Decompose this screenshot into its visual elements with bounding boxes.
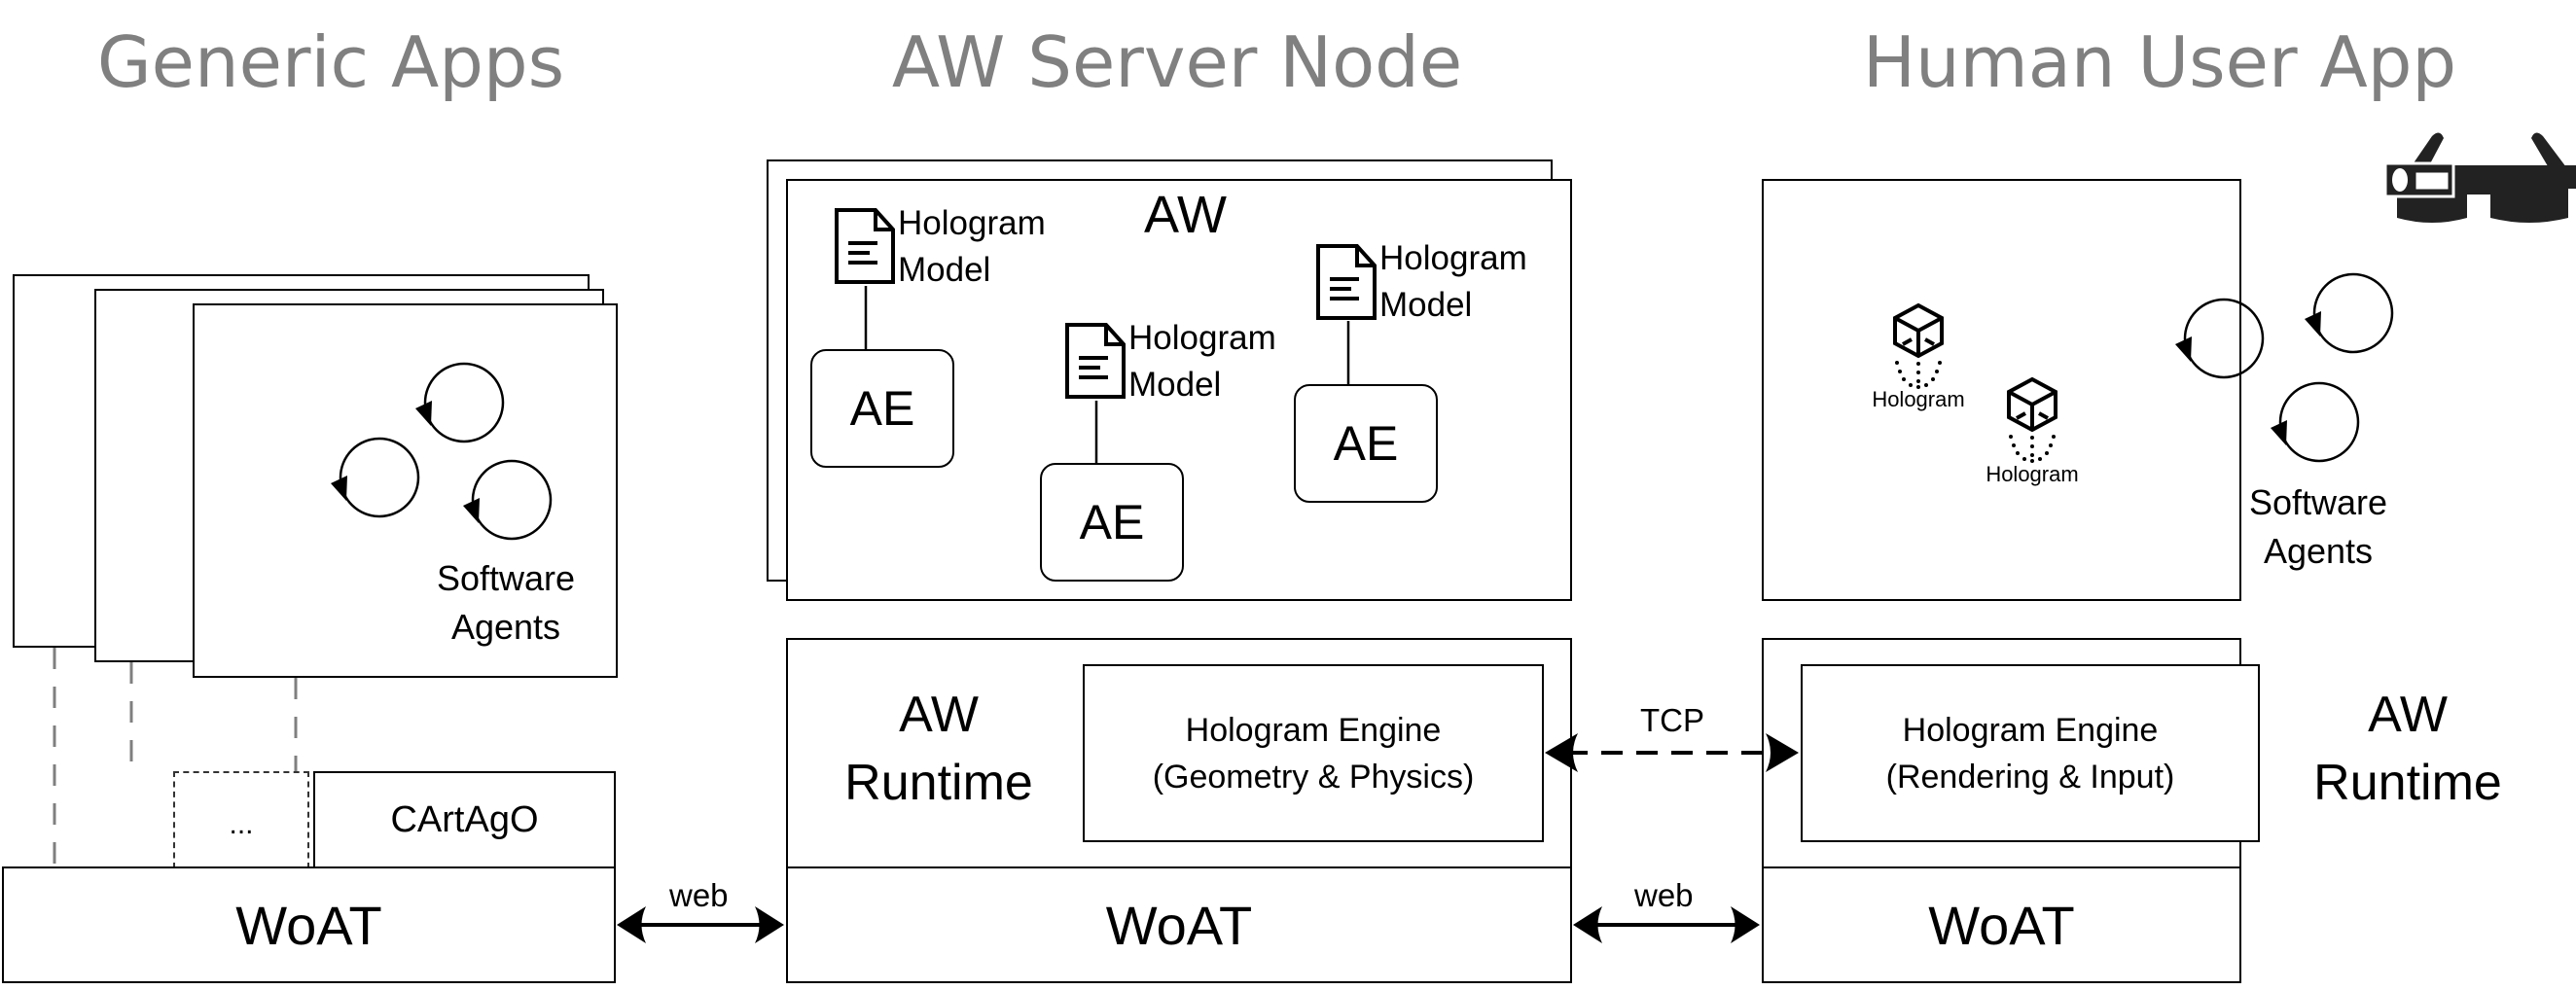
woat-generic: WoAT: [2, 866, 616, 983]
hologram-label-1: Hologram: [1872, 387, 1965, 411]
web-label-right: web: [1634, 877, 1694, 913]
hologram-label-2: Hologram: [1986, 462, 2079, 486]
runtime-line2: Runtime: [844, 755, 1033, 811]
hologram-model-line1: Hologram: [898, 204, 1046, 242]
hologram-model-line2: Model: [1379, 286, 1473, 324]
engine-line2: (Rendering & Input): [1885, 758, 2175, 796]
title-aw-server-node: AW Server Node: [891, 21, 1463, 103]
hologram-model-line2: Model: [1128, 366, 1222, 404]
woat-human: WoAT: [1762, 866, 2241, 983]
agent-loop-icon: [2303, 272, 2394, 354]
engine-line1: Hologram Engine: [1902, 711, 2159, 749]
hologram-model-line1: Hologram: [1128, 319, 1276, 357]
agents-label-line1: Software: [2248, 482, 2388, 522]
hologram-cube-icon: [2007, 377, 2057, 465]
web-arrow-left: [617, 906, 784, 943]
hologram-model-line1: Hologram: [1379, 239, 1527, 277]
runtime-line2: Runtime: [2313, 755, 2502, 811]
hologram-engine-rendering-input: [1801, 664, 2260, 842]
agents-label-line2: Agents: [2263, 531, 2374, 571]
engine-line1: Hologram Engine: [1185, 711, 1442, 749]
human-app-window: [1762, 179, 2241, 601]
hologram-model-label-1: Hologram Model: [898, 200, 1046, 294]
agent-loop-icon: [329, 437, 420, 518]
agent-loop-icon: [2269, 381, 2360, 463]
title-human-user-app: Human User App: [1862, 21, 2457, 103]
tcp-label: TCP: [1640, 702, 1704, 738]
runtime-line1: AW: [899, 687, 979, 743]
generic-app-window-front: [193, 303, 618, 678]
ar-glasses-icon: [2383, 132, 2576, 223]
document-icon: [1316, 244, 1377, 320]
runtime-line1: AW: [2368, 687, 2448, 743]
hologram-model-label-2: Hologram Model: [1128, 315, 1276, 408]
woat-server: WoAT: [786, 866, 1572, 983]
agents-label-line2: Agents: [450, 607, 561, 647]
title-generic-apps: Generic Apps: [96, 21, 565, 103]
document-icon: [1065, 323, 1126, 399]
hologram-model-line2: Model: [898, 251, 991, 289]
ae-box-2: AE: [1040, 463, 1184, 582]
web-label-left: web: [669, 877, 729, 913]
generic-software-agents-label: Software Agents: [418, 554, 593, 652]
hologram-engine-rendering-input-text: Hologram Engine (Rendering & Input): [1801, 664, 2260, 842]
agent-loop-icon: [461, 459, 553, 541]
human-runtime-label: AW Runtime: [2286, 681, 2529, 817]
engine-line2: (Geometry & Physics): [1152, 758, 1475, 796]
aw-label: AW: [1144, 186, 1227, 244]
server-runtime-label: AW Runtime: [817, 681, 1060, 817]
web-arrow-right: [1573, 906, 1760, 943]
ae-box-3: AE: [1294, 384, 1438, 503]
document-icon: [835, 208, 895, 284]
tcp-arrow: [1545, 733, 1799, 772]
agents-label-line1: Software: [436, 558, 576, 598]
hologram-model-label-3: Hologram Model: [1379, 235, 1527, 329]
cartago-box: CArtAgO: [313, 771, 616, 868]
hologram-cube-icon: [1893, 303, 1944, 391]
hologram-engine-geometry-physics: Hologram Engine (Geometry & Physics): [1083, 664, 1544, 842]
ae-box-1: AE: [810, 349, 954, 468]
agent-loop-icon: [2173, 298, 2265, 379]
human-software-agents-label: Software Agents: [2231, 478, 2406, 576]
agent-loop-icon: [413, 362, 505, 443]
